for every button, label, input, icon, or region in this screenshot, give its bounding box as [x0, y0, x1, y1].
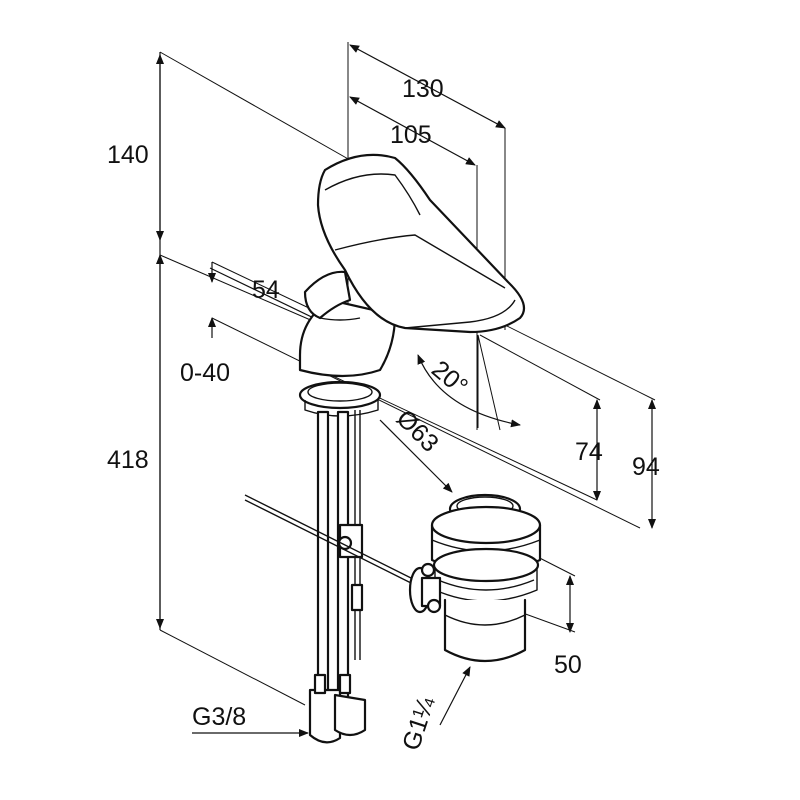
dim-140: 140 [107, 141, 149, 169]
supply-hoses [244, 380, 426, 744]
pop-up-waste [408, 493, 542, 663]
angle-20: 20° [426, 355, 473, 401]
dim-74: 74 [575, 438, 603, 466]
dim-0-40: 0-40 [180, 359, 230, 387]
dim-105: 105 [390, 121, 432, 149]
dim-g1-1-4: G1¼ [397, 693, 441, 754]
dim-diameter-63: Ø63 [391, 404, 444, 457]
dim-54: 54 [252, 276, 280, 304]
dim-50: 50 [554, 651, 582, 679]
dim-g3-8: G3/8 [192, 703, 246, 731]
dim-130: 130 [402, 75, 444, 103]
dim-94: 94 [632, 453, 660, 481]
faucet-spout [298, 153, 526, 378]
dim-418: 418 [107, 446, 149, 474]
